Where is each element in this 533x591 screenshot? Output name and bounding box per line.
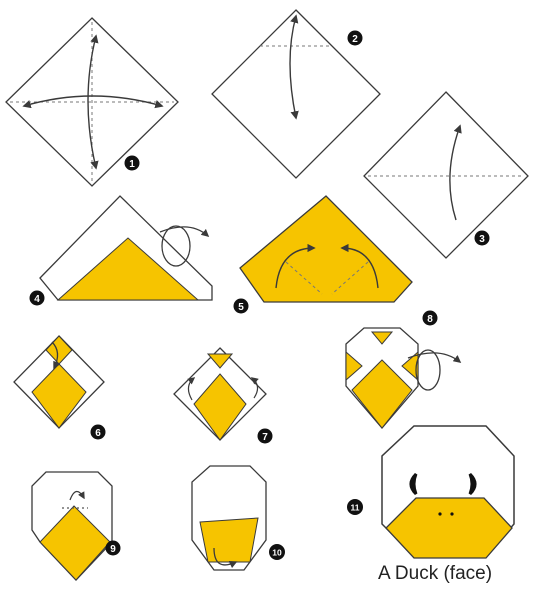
step-5-badge: 5 bbox=[234, 299, 249, 314]
step-11-right-eye bbox=[470, 474, 475, 494]
step-8-diagram bbox=[346, 328, 460, 428]
step-2-badge: 2 bbox=[348, 31, 363, 46]
step-1-number: 1 bbox=[129, 159, 135, 170]
step-3-diagram bbox=[364, 92, 528, 258]
step-3-paper bbox=[364, 92, 528, 258]
step-9-badge: 9 bbox=[106, 541, 121, 556]
step-10-yellow-beak bbox=[200, 518, 258, 562]
step-8-turn-over-arrow bbox=[416, 350, 440, 390]
step-1-badge: 1 bbox=[125, 156, 140, 171]
step-6-diagram bbox=[14, 336, 104, 428]
step-8-badge: 8 bbox=[423, 311, 438, 326]
caption: A Duck (face) bbox=[378, 563, 492, 585]
step-3-number: 3 bbox=[479, 234, 485, 245]
step-3-badge: 3 bbox=[475, 231, 490, 246]
step-10-diagram bbox=[192, 466, 266, 570]
step-4-badge: 4 bbox=[30, 291, 45, 306]
step-9-diagram bbox=[32, 472, 112, 580]
step-7-badge: 7 bbox=[258, 429, 273, 444]
step-11-nostril-left bbox=[438, 512, 441, 515]
step-10-number: 10 bbox=[272, 548, 282, 558]
step-8-number: 8 bbox=[427, 314, 433, 325]
step-5-diagram bbox=[240, 196, 412, 302]
step-6-number: 6 bbox=[95, 428, 101, 439]
step-5-number: 5 bbox=[238, 302, 244, 313]
step-2-number: 2 bbox=[352, 34, 358, 45]
step-7-number: 7 bbox=[262, 432, 268, 443]
step-11-badge: 11 bbox=[347, 499, 363, 515]
step-11-left-eye bbox=[411, 474, 416, 494]
step-1-diagram bbox=[6, 18, 178, 186]
step-7-diagram bbox=[174, 348, 266, 440]
step-11-nostril-right bbox=[450, 512, 453, 515]
step-4-diagram bbox=[40, 196, 212, 300]
step-10-badge: 10 bbox=[269, 544, 285, 560]
step-11-duck-face bbox=[382, 426, 514, 558]
step-4-number: 4 bbox=[34, 294, 40, 305]
step-5-yellow-paper bbox=[240, 196, 412, 302]
step-9-number: 9 bbox=[110, 544, 116, 555]
step-11-number: 11 bbox=[351, 503, 360, 513]
step-6-badge: 6 bbox=[91, 425, 106, 440]
